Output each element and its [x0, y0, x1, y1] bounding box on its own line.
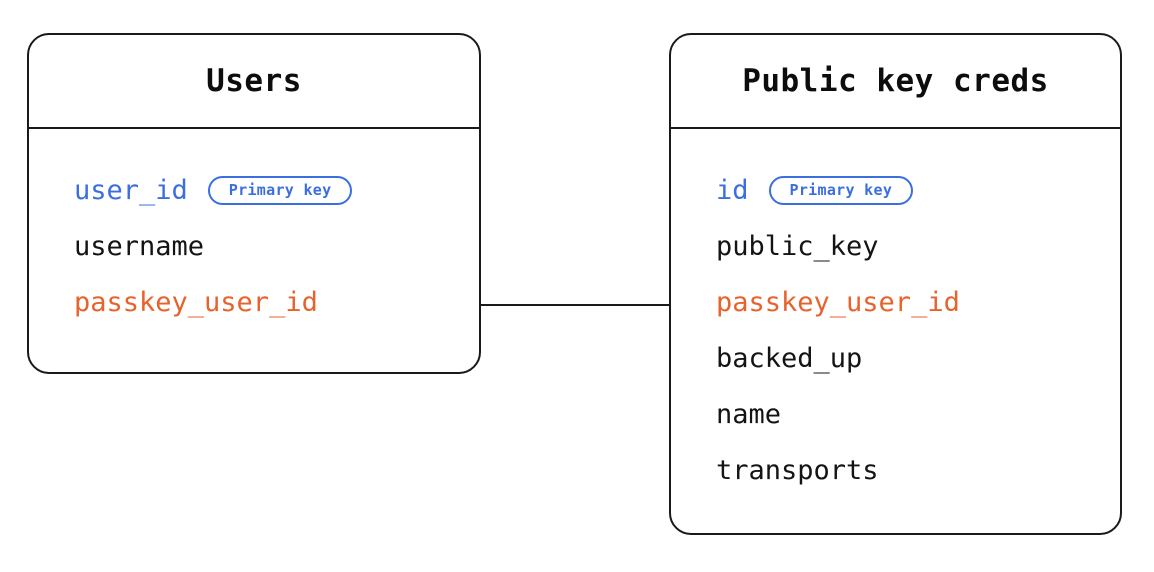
field-row[interactable]: passkey_user_id: [29, 274, 479, 330]
entity-users-divider: [29, 127, 479, 129]
field-name-user-id: user_id: [74, 174, 188, 206]
field-name-name: name: [716, 398, 782, 430]
primary-key-badge-label: Primary key: [789, 180, 893, 199]
primary-key-badge-label: Primary key: [228, 180, 332, 199]
field-row[interactable]: backed_up: [671, 330, 1120, 386]
field-row[interactable]: username: [29, 218, 479, 274]
primary-key-badge: Primary key: [768, 175, 914, 205]
entity-public-key-creds-divider: [671, 127, 1120, 129]
field-row[interactable]: passkey_user_id: [671, 274, 1120, 330]
entity-users-field-list: user_id Primary key username passkey_use…: [29, 129, 479, 330]
field-name-public-key: public_key: [716, 230, 879, 262]
entity-users-header: Users: [29, 35, 479, 127]
entity-public-key-creds-field-list: id Primary key public_key passkey_user_i…: [671, 129, 1120, 498]
entity-public-key-creds-header: Public key creds: [671, 35, 1120, 127]
entity-users-title: Users: [206, 62, 302, 99]
field-row[interactable]: public_key: [671, 218, 1120, 274]
relationship-connector-line: [479, 304, 671, 306]
field-row[interactable]: name: [671, 386, 1120, 442]
entity-public-key-creds[interactable]: Public key creds id Primary key public_k…: [669, 33, 1122, 535]
field-name-backed-up: backed_up: [716, 342, 863, 374]
field-name-transports: transports: [716, 454, 879, 486]
field-row[interactable]: user_id Primary key: [29, 162, 479, 218]
field-name-id: id: [716, 174, 749, 206]
primary-key-badge: Primary key: [207, 175, 353, 205]
field-name-username: username: [74, 230, 205, 262]
field-row[interactable]: transports: [671, 442, 1120, 498]
entity-users[interactable]: Users user_id Primary key username passk…: [27, 33, 481, 374]
field-name-passkey-user-id: passkey_user_id: [74, 286, 318, 318]
field-name-passkey-user-id: passkey_user_id: [716, 286, 960, 318]
entity-public-key-creds-title: Public key creds: [742, 62, 1049, 99]
field-row[interactable]: id Primary key: [671, 162, 1120, 218]
